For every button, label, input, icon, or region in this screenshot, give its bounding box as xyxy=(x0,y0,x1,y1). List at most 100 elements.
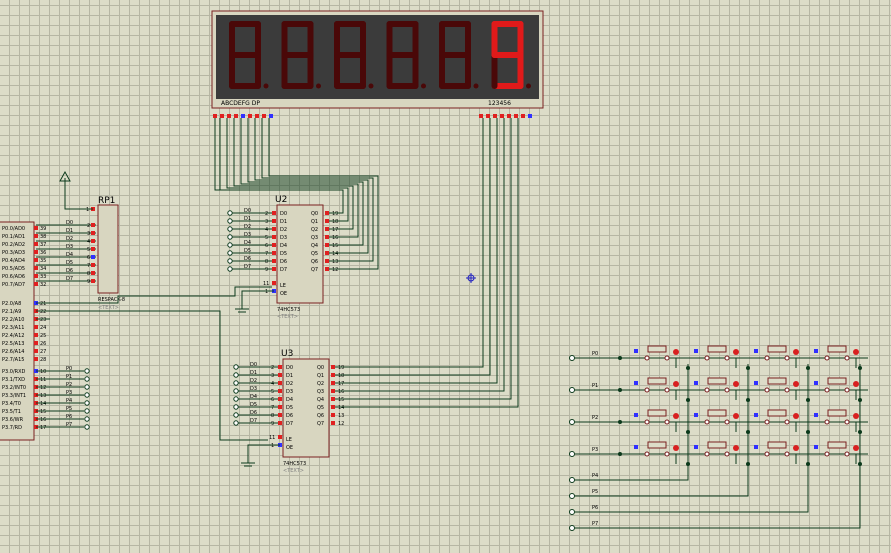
button-indicator xyxy=(733,445,739,451)
u2-input-terminal[interactable] xyxy=(227,258,233,264)
keypad-row-terminal[interactable] xyxy=(569,387,575,393)
u2-input-terminal[interactable] xyxy=(227,250,233,256)
keypad-button-r3c2[interactable] xyxy=(694,409,739,425)
u2-q-pin: 15 xyxy=(332,243,338,249)
u2-input-terminal[interactable] xyxy=(227,210,233,216)
u3-input-terminal[interactable] xyxy=(233,420,239,426)
keypad-button-r4c3[interactable] xyxy=(754,441,799,457)
p3-terminal[interactable] xyxy=(84,376,90,382)
u3-input-terminal[interactable] xyxy=(233,380,239,386)
u3-input-terminal[interactable] xyxy=(233,372,239,378)
button-cap[interactable] xyxy=(647,441,667,449)
button-cap[interactable] xyxy=(647,377,667,385)
keypad-row-terminal[interactable] xyxy=(569,419,575,425)
p3-terminal[interactable] xyxy=(84,416,90,422)
button-cap[interactable] xyxy=(827,409,847,417)
segment-dp xyxy=(263,83,269,89)
display-digit-pin xyxy=(528,114,532,118)
u3-input-terminal[interactable] xyxy=(233,364,239,370)
button-cap[interactable] xyxy=(767,409,787,417)
button-cap[interactable] xyxy=(827,377,847,385)
button-cap[interactable] xyxy=(767,441,787,449)
u1-body[interactable] xyxy=(0,221,35,441)
u3-q-pin-marker xyxy=(331,421,335,425)
keypad-row-terminal[interactable] xyxy=(569,355,575,361)
u2-d-net-label: D4 xyxy=(244,240,251,246)
u2-body[interactable] xyxy=(276,204,324,304)
keypad-row-terminal[interactable] xyxy=(569,451,575,457)
button-cap[interactable] xyxy=(707,377,727,385)
keypad-button-r4c2[interactable] xyxy=(694,441,739,457)
button-cap[interactable] xyxy=(707,409,727,417)
u3-input-terminal[interactable] xyxy=(233,404,239,410)
button-cap[interactable] xyxy=(647,409,667,417)
button-cap[interactable] xyxy=(707,345,727,353)
p0-net-label: D1 xyxy=(66,228,73,234)
keypad-col-terminal[interactable] xyxy=(569,493,575,499)
p3-net-label: P2 xyxy=(66,382,72,388)
button-cap[interactable] xyxy=(827,345,847,353)
button-pin-marker xyxy=(694,445,698,449)
keypad-button-r4c1[interactable] xyxy=(634,441,679,457)
keypad-button-r3c1[interactable] xyxy=(634,409,679,425)
u2-q-pin: 19 xyxy=(332,211,338,217)
button-pin-marker xyxy=(694,381,698,385)
rp1-value: RESPACK-8 xyxy=(98,297,125,303)
keypad-button-r1c3[interactable] xyxy=(754,345,799,361)
button-contact xyxy=(824,355,830,361)
rp1-pin: 6 xyxy=(87,255,90,261)
u2-input-terminal[interactable] xyxy=(227,226,233,232)
button-contact xyxy=(824,419,830,425)
u3-body[interactable] xyxy=(282,358,330,458)
keypad-col-terminal[interactable] xyxy=(569,525,575,531)
digit-drive-wire xyxy=(335,118,505,392)
button-cap[interactable] xyxy=(827,441,847,449)
button-cap[interactable] xyxy=(767,345,787,353)
p3-terminal[interactable] xyxy=(84,392,90,398)
digit-drive-wire xyxy=(335,118,519,408)
keypad-button-r4c4[interactable] xyxy=(814,441,859,457)
keypad-col-terminal[interactable] xyxy=(569,477,575,483)
keypad-button-r1c4[interactable] xyxy=(814,345,859,361)
p3-terminal[interactable] xyxy=(84,368,90,374)
u2-input-terminal[interactable] xyxy=(227,266,233,272)
button-cap[interactable] xyxy=(767,377,787,385)
u1-p0-pin-marker xyxy=(34,234,38,238)
p3-terminal[interactable] xyxy=(84,424,90,430)
u2-input-terminal[interactable] xyxy=(227,234,233,240)
keypad-button-r3c4[interactable] xyxy=(814,409,859,425)
u3-input-terminal[interactable] xyxy=(233,396,239,402)
u1-p2-pin: 21 xyxy=(40,301,46,307)
u3-q-label: Q0 xyxy=(317,365,324,371)
p3-terminal[interactable] xyxy=(84,408,90,414)
u3-d-pin: 7 xyxy=(271,405,274,411)
u2-input-terminal[interactable] xyxy=(227,242,233,248)
keypad-button-r2c1[interactable] xyxy=(634,377,679,393)
p3-terminal[interactable] xyxy=(84,400,90,406)
display-digit-pin xyxy=(507,114,511,118)
u3-input-terminal[interactable] xyxy=(233,388,239,394)
keypad-button-r3c3[interactable] xyxy=(754,409,799,425)
button-pin-marker xyxy=(814,381,818,385)
button-pin-marker xyxy=(814,445,818,449)
u1-p0-pin: 37 xyxy=(40,242,46,248)
keypad-button-r2c4[interactable] xyxy=(814,377,859,393)
keypad-button-r1c2[interactable] xyxy=(694,345,739,361)
button-cap[interactable] xyxy=(707,441,727,449)
button-cap[interactable] xyxy=(647,345,667,353)
keypad-button-r2c3[interactable] xyxy=(754,377,799,393)
display-segment-pin xyxy=(234,114,238,118)
keypad-col-terminal[interactable] xyxy=(569,509,575,515)
u1-p2-pin: 23 xyxy=(40,317,46,323)
segment-dp xyxy=(368,83,374,89)
keypad-button-r1c1[interactable] xyxy=(634,345,679,361)
u2-oe-pin: 1 xyxy=(265,289,268,295)
keypad-button-r2c2[interactable] xyxy=(694,377,739,393)
u2-input-terminal[interactable] xyxy=(227,218,233,224)
p3-terminal[interactable] xyxy=(84,384,90,390)
rp1-body[interactable] xyxy=(97,204,119,294)
u3-input-terminal[interactable] xyxy=(233,412,239,418)
u3-q-label: Q1 xyxy=(317,373,324,379)
display-segment-pin xyxy=(241,114,245,118)
